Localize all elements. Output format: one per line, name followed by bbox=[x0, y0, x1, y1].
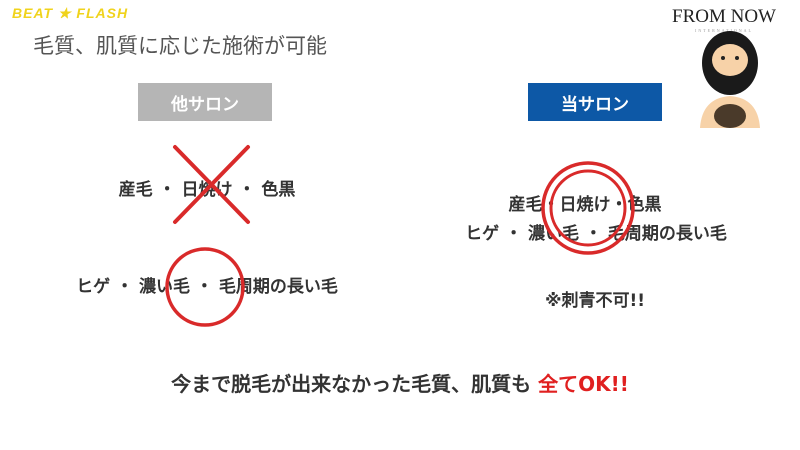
circle-mark-right-inner bbox=[549, 169, 627, 247]
logo-sub: INTERNATIONAL bbox=[694, 28, 753, 33]
other-salon-label: 他サロン bbox=[138, 83, 272, 121]
our-salon-label: 当サロン bbox=[528, 83, 662, 121]
left-line2: ヒゲ ・ 濃い毛 ・ 毛周期の長い毛 bbox=[76, 277, 338, 297]
all-ok-highlight: 全てOK!! bbox=[538, 372, 629, 396]
circle-mark-right-outer bbox=[541, 161, 635, 255]
bottom-message: 今まで脱毛が出来なかった毛質、肌質も 全てOK!! bbox=[171, 368, 629, 397]
brand-logo: BEAT ★ FLASH bbox=[12, 5, 129, 21]
right-line2: ヒゲ ・ 濃い毛 ・ 毛周期の長い毛 bbox=[465, 224, 727, 244]
cross-mark bbox=[173, 145, 250, 224]
slide-title: 毛質、肌質に応じた施術が可能 bbox=[33, 34, 327, 58]
caveman-illustration bbox=[700, 31, 760, 128]
tattoo-note: ※刺青不可!! bbox=[544, 291, 646, 311]
bottom-text: 今まで脱毛が出来なかった毛質、肌質も bbox=[171, 372, 539, 396]
logo-main: FROM NOW bbox=[672, 6, 776, 27]
circle-mark-left bbox=[165, 247, 245, 327]
